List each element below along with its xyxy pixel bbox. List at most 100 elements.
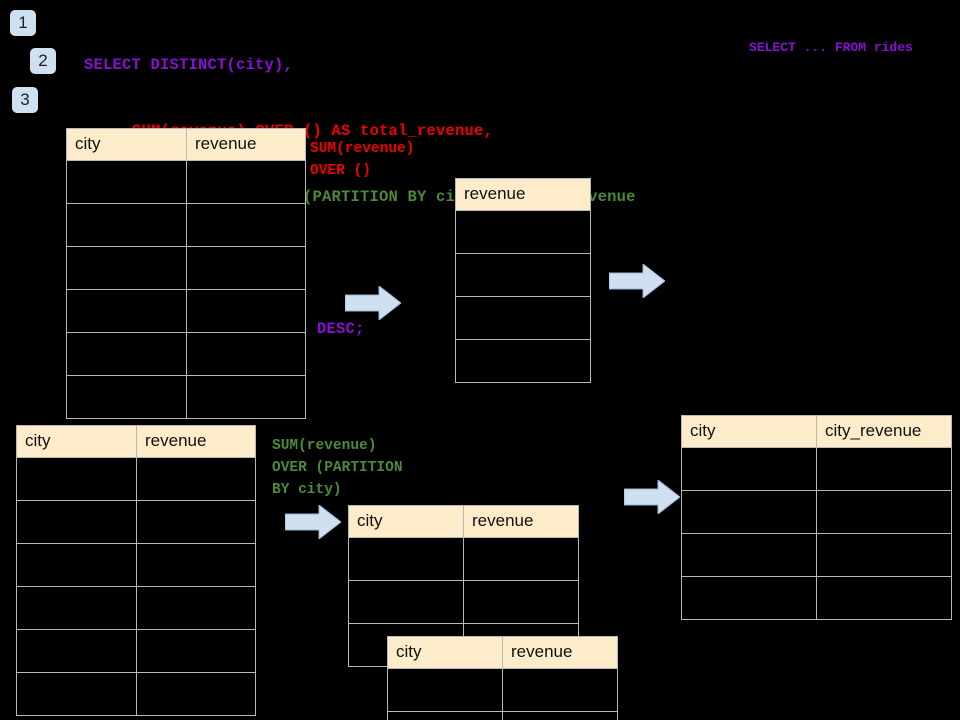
table-header-row: city revenue [66, 128, 306, 161]
source-rides-table-bottom: city revenue [16, 425, 256, 716]
table-cell [186, 375, 306, 419]
table-header-row: city revenue [16, 425, 256, 458]
column-header-city: city [387, 636, 503, 669]
table-cell [348, 580, 464, 624]
table-row [66, 160, 306, 204]
table-row [66, 246, 306, 290]
column-header-city-revenue: city_revenue [816, 415, 952, 448]
table-cell [387, 711, 503, 720]
table-cell [186, 332, 306, 376]
table-cell [186, 289, 306, 333]
table-cell [387, 668, 503, 712]
column-header-city: city [66, 128, 187, 161]
table-header-row: city city_revenue [681, 415, 952, 448]
table-cell [66, 160, 187, 204]
column-header-revenue: revenue [136, 425, 256, 458]
source-rides-table-top: city revenue [66, 128, 306, 419]
table-cell [186, 203, 306, 247]
table-cell [136, 457, 256, 501]
table-row [348, 580, 579, 624]
partition-group-table-front: city revenue [387, 636, 618, 720]
table-cell [816, 490, 952, 534]
table-row [387, 711, 618, 720]
table-cell [455, 210, 591, 254]
table-cell [136, 500, 256, 544]
table-cell [16, 543, 137, 587]
table-row [455, 210, 591, 254]
table-row [387, 668, 618, 712]
table-cell [186, 246, 306, 290]
table-row [348, 537, 579, 581]
table-row [681, 533, 952, 577]
table-row [66, 375, 306, 419]
table-row [681, 490, 952, 534]
table-header-row: city revenue [348, 505, 579, 538]
annotation-total-revenue: SUM(revenue) OVER () [310, 141, 415, 179]
table-cell [463, 537, 579, 581]
table-cell [66, 289, 187, 333]
table-cell [136, 543, 256, 587]
step-badge-1: 1 [10, 10, 36, 36]
table-row [16, 457, 256, 501]
table-row [66, 289, 306, 333]
column-header-revenue: revenue [455, 178, 591, 211]
table-row [16, 543, 256, 587]
column-header-revenue: revenue [502, 636, 618, 669]
right-arrow-icon [609, 264, 665, 298]
table-cell [455, 296, 591, 340]
table-cell [502, 711, 618, 720]
column-header-revenue: revenue [463, 505, 579, 538]
table-header-row: revenue [455, 178, 591, 211]
table-header-row: city revenue [387, 636, 618, 669]
total-revenue-table: revenue [455, 178, 591, 383]
table-cell [681, 447, 817, 491]
table-row [16, 500, 256, 544]
result-table: city city_revenue [681, 415, 952, 620]
table-cell [66, 203, 187, 247]
table-cell [455, 339, 591, 383]
table-row [681, 447, 952, 491]
table-row [16, 586, 256, 630]
select-from-rides-note: SELECT ... FROM rides [749, 40, 913, 55]
table-cell [816, 447, 952, 491]
table-row [16, 672, 256, 716]
column-header-city: city [348, 505, 464, 538]
table-cell [816, 576, 952, 620]
annotation-city-revenue: SUM(revenue) OVER (PARTITION BY city) [272, 438, 403, 498]
column-header-city: city [16, 425, 137, 458]
table-cell [463, 580, 579, 624]
table-row [66, 332, 306, 376]
column-header-city: city [681, 415, 817, 448]
table-row [455, 253, 591, 297]
table-cell [816, 533, 952, 577]
table-cell [16, 586, 137, 630]
right-arrow-icon [285, 505, 341, 539]
table-cell [502, 668, 618, 712]
step-badge-3: 3 [12, 87, 38, 113]
table-cell [186, 160, 306, 204]
table-row [16, 629, 256, 673]
table-row [681, 576, 952, 620]
arrow-partition-to-result [624, 480, 680, 514]
table-cell [136, 672, 256, 716]
table-cell [681, 533, 817, 577]
table-cell [66, 375, 187, 419]
table-cell [16, 672, 137, 716]
table-cell [16, 629, 137, 673]
table-cell [136, 629, 256, 673]
table-cell [348, 537, 464, 581]
table-cell [16, 457, 137, 501]
table-cell [16, 500, 137, 544]
column-header-revenue: revenue [186, 128, 306, 161]
right-arrow-icon [624, 480, 680, 514]
table-cell [136, 586, 256, 630]
arrow-source-to-total [345, 286, 401, 320]
table-row [455, 339, 591, 383]
table-cell [681, 576, 817, 620]
table-row [455, 296, 591, 340]
table-cell [681, 490, 817, 534]
table-cell [455, 253, 591, 297]
right-arrow-icon [345, 286, 401, 320]
arrow-total-to-result [609, 264, 665, 298]
